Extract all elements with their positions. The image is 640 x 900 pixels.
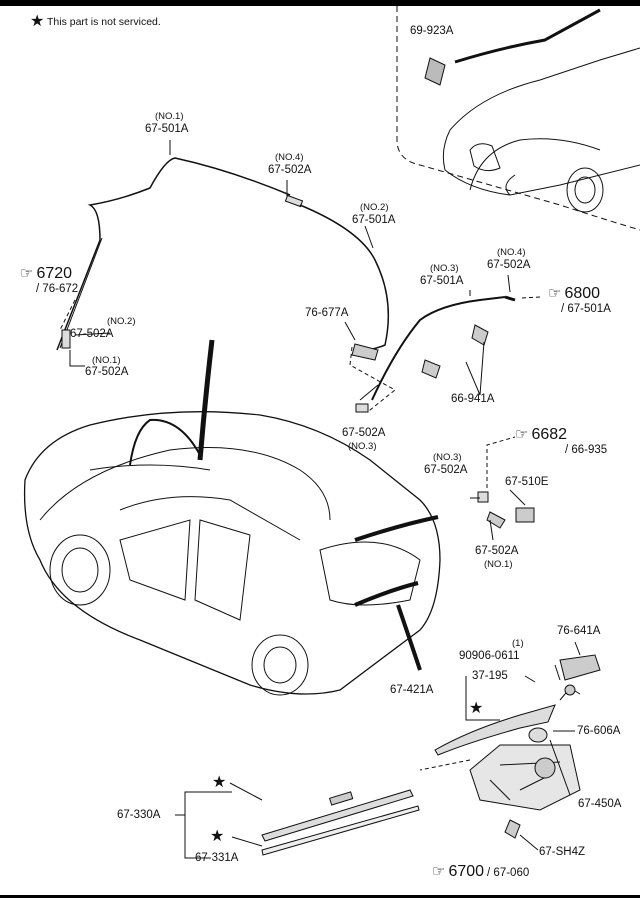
part-label-69-923a[interactable]: 69-923A	[410, 25, 454, 37]
part-label-67-502a-no1[interactable]: 67-502A	[85, 366, 129, 378]
part-label-37-195[interactable]: 37-195	[472, 670, 508, 682]
hose-no3	[371, 296, 506, 401]
part-label-67-502a-no4b[interactable]: 67-502A	[487, 259, 531, 271]
joint-no4b-tag: (NO.4)	[497, 247, 526, 258]
joint-no4-tag: (NO.4)	[275, 152, 304, 163]
part-label-67-501a-no2[interactable]: 67-501A	[352, 214, 396, 226]
part-label-67-421a[interactable]: 67-421A	[390, 684, 434, 696]
joint-no1b-tag: (NO.1)	[484, 559, 513, 570]
ref-6682-link[interactable]: ☞ 6682	[515, 425, 567, 444]
part-label-67-502a-no2[interactable]: 67-502A	[70, 328, 114, 340]
pointing-hand-icon: ☞	[20, 265, 34, 282]
part-label-66-941a[interactable]: 66-941A	[451, 393, 495, 405]
part-label-67-331a[interactable]: 67-331A	[195, 852, 239, 864]
part-label-76-606a[interactable]: 76-606A	[577, 725, 621, 737]
not-serviced-note: This part is not serviced.	[47, 16, 161, 28]
part-label-76-677a[interactable]: 76-677A	[305, 307, 349, 319]
nut-qty: (1)	[512, 638, 524, 649]
hose-no1	[56, 157, 291, 351]
star-icon: ★	[30, 13, 45, 30]
part-label-67-502a-no3[interactable]: 67-502A	[342, 427, 386, 439]
hose-no2-tag: (NO.2)	[360, 202, 389, 213]
joint-no2-tag: (NO.2)	[107, 316, 136, 327]
part-label-67-510e[interactable]: 67-510E	[505, 476, 549, 488]
part-label-67-501a-no3[interactable]: 67-501A	[420, 275, 464, 287]
wiper-blade	[261, 789, 414, 842]
part-label-67-sh4z[interactable]: 67-SH4Z	[539, 846, 586, 858]
star-icon: ★	[212, 774, 227, 791]
inset-boundary	[396, 6, 640, 231]
ref-6700-sub: / 67-060	[487, 867, 530, 879]
part-label-67-502a-no1b[interactable]: 67-502A	[475, 545, 519, 557]
hose-no3-tag: (NO.3)	[430, 263, 459, 274]
pointing-hand-icon: ☞	[515, 426, 529, 443]
ref-6800-number: 6800	[564, 285, 601, 302]
ref-6682-sub: / 66-935	[565, 444, 608, 456]
part-label-76-641a[interactable]: 76-641A	[557, 625, 601, 637]
joint-no3-tag: (NO.3)	[348, 441, 377, 452]
joint-no1-tag: (NO.1)	[92, 355, 121, 366]
part-label-67-330a[interactable]: 67-330A	[117, 809, 161, 821]
ref-6700-link[interactable]: ☞ 6700 / 67-060	[432, 862, 529, 881]
ref-6682-number: 6682	[531, 426, 568, 443]
ref-6700-number: 6700	[448, 863, 485, 880]
star-icon: ★	[469, 700, 484, 717]
star-icon: ★	[210, 828, 225, 845]
part-label-67-501a-no1[interactable]: 67-501A	[145, 123, 189, 135]
bottom-border	[0, 895, 640, 898]
ref-6800-sub: / 67-501A	[561, 303, 611, 315]
part-label-67-450a[interactable]: 67-450A	[578, 798, 622, 810]
part-label-67-502a-no4[interactable]: 67-502A	[268, 164, 312, 176]
pointing-hand-icon: ☞	[548, 285, 562, 302]
top-border	[0, 0, 640, 6]
hose-no1-tag: (NO.1)	[155, 111, 184, 122]
part-label-67-502a-no3b[interactable]: 67-502A	[424, 464, 468, 476]
ref-6720-sub: / 76-672	[36, 283, 79, 295]
car-body	[23, 411, 441, 695]
pointing-hand-icon: ☞	[432, 863, 446, 880]
ref-6800-link[interactable]: ☞ 6800	[548, 284, 600, 303]
joint-no3b-tag: (NO.3)	[433, 452, 462, 463]
inset-car	[442, 47, 640, 196]
ref-6720-link[interactable]: ☞ 6720	[20, 264, 72, 283]
hose-no2	[299, 204, 390, 351]
wiper-arm	[434, 704, 556, 756]
part-label-90906-0611[interactable]: 90906-0611	[459, 650, 520, 662]
ref-6720-number: 6720	[36, 265, 73, 282]
